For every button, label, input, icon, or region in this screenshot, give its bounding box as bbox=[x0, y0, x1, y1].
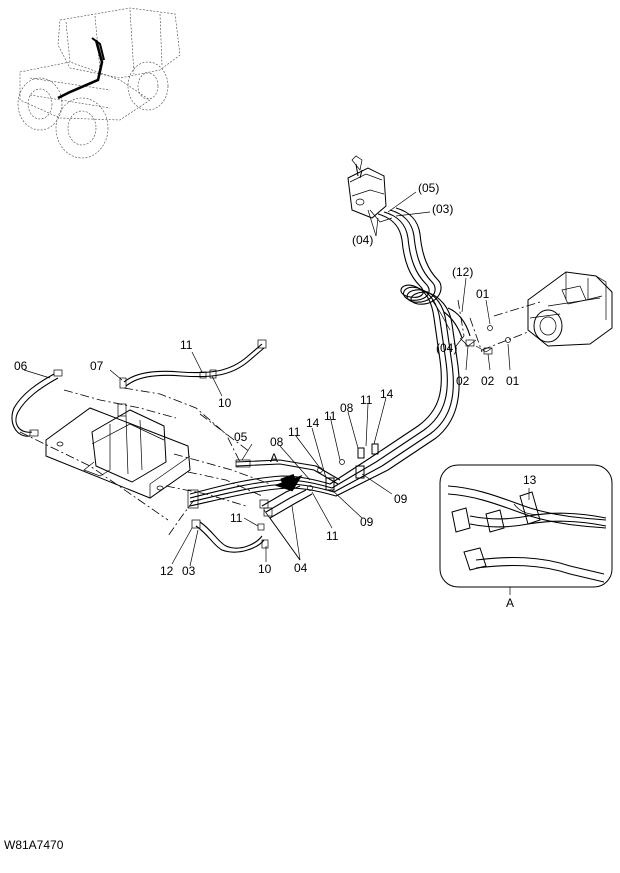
callout-04-paren-mid: (04) bbox=[436, 341, 457, 355]
callout-01-top: 01 bbox=[476, 287, 490, 301]
small-fittings bbox=[199, 325, 511, 549]
callout-08-b: 08 bbox=[340, 401, 354, 415]
hose-clamps bbox=[307, 443, 379, 491]
callout-02-a: 02 bbox=[456, 374, 470, 388]
view-a-arrow bbox=[274, 473, 303, 492]
hose-06 bbox=[11, 369, 63, 437]
hydraulic-pump-unit bbox=[481, 271, 613, 351]
valve-connection-dashes bbox=[19, 387, 271, 537]
callout-12: 12 bbox=[160, 564, 174, 578]
drawing-code: W81A7470 bbox=[4, 838, 64, 852]
hose-03 bbox=[191, 519, 265, 553]
callout-labels: (05) (03) (04) (12) 01 (04) 02 02 01 11 … bbox=[14, 181, 537, 610]
callout-view-a: A bbox=[270, 451, 278, 465]
callout-14-b: 14 bbox=[380, 387, 394, 401]
detail-view-label: A bbox=[506, 596, 514, 610]
callout-09-a: 09 bbox=[394, 492, 408, 506]
detail-view-a bbox=[439, 464, 613, 595]
callout-11-e: 11 bbox=[230, 511, 243, 525]
callout-01-bottom: 01 bbox=[506, 374, 520, 388]
callout-05: 05 bbox=[234, 430, 248, 444]
callout-11-c: 11 bbox=[324, 409, 337, 423]
callout-04-paren-top: (04) bbox=[352, 233, 373, 247]
callout-10-a: 10 bbox=[218, 396, 232, 410]
hose-07 bbox=[119, 339, 267, 389]
callout-09-b: 09 bbox=[360, 515, 374, 529]
callout-07: 07 bbox=[90, 359, 104, 373]
callout-04: 04 bbox=[294, 561, 308, 575]
callout-08-a: 08 bbox=[270, 435, 284, 449]
callout-11-d: 11 bbox=[360, 393, 373, 407]
callout-05-paren: (05) bbox=[418, 181, 439, 195]
callout-11-b: 11 bbox=[288, 425, 301, 439]
callout-02-b: 02 bbox=[481, 374, 495, 388]
callout-03: 03 bbox=[182, 564, 196, 578]
callout-12-paren: (12) bbox=[452, 265, 473, 279]
control-valve-block bbox=[45, 403, 191, 499]
callout-11-a: 11 bbox=[180, 338, 193, 352]
pilot-hose-bundle-upper bbox=[369, 207, 460, 471]
detail-callout-13: 13 bbox=[523, 473, 537, 487]
callout-10-b: 10 bbox=[258, 562, 272, 576]
callout-06: 06 bbox=[14, 359, 28, 373]
leader-lines bbox=[23, 191, 511, 567]
callout-14-a: 14 bbox=[306, 416, 320, 430]
tractor-thumbnail bbox=[17, 7, 181, 159]
callout-11-f: 11 bbox=[326, 529, 339, 543]
callout-03-paren: (03) bbox=[432, 202, 453, 216]
joystick-pilot-valve bbox=[347, 155, 393, 223]
